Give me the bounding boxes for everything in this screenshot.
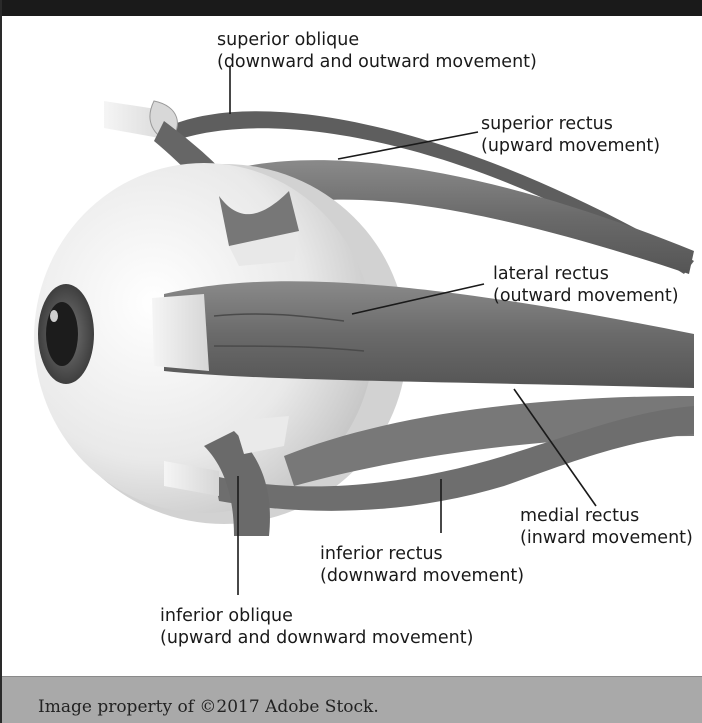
eye-muscles-illustration: superior oblique (downward and outward m… [4, 16, 702, 676]
figure-header-bar [2, 0, 702, 16]
credit-footer: Image property of ©2017 Adobe Stock. [2, 676, 702, 723]
pupil [46, 302, 78, 366]
label-inferior-rectus-desc: (downward movement) [320, 566, 524, 586]
label-lateral-rectus-desc: (outward movement) [493, 286, 679, 306]
label-superior-oblique-desc: (downward and outward movement) [217, 52, 537, 72]
label-inferior-rectus: inferior rectus [320, 544, 443, 564]
image-credit: Image property of ©2017 Adobe Stock. [38, 697, 379, 717]
label-superior-rectus-desc: (upward movement) [481, 136, 660, 156]
label-superior-oblique: superior oblique [217, 30, 359, 50]
label-lateral-rectus: lateral rectus [493, 264, 609, 284]
label-inferior-oblique: inferior oblique [160, 606, 293, 626]
label-inferior-oblique-desc: (upward and downward movement) [160, 628, 473, 648]
label-medial-rectus: medial rectus [520, 506, 639, 526]
label-medial-rectus-desc: (inward movement) [520, 528, 693, 548]
label-superior-rectus: superior rectus [481, 114, 613, 134]
